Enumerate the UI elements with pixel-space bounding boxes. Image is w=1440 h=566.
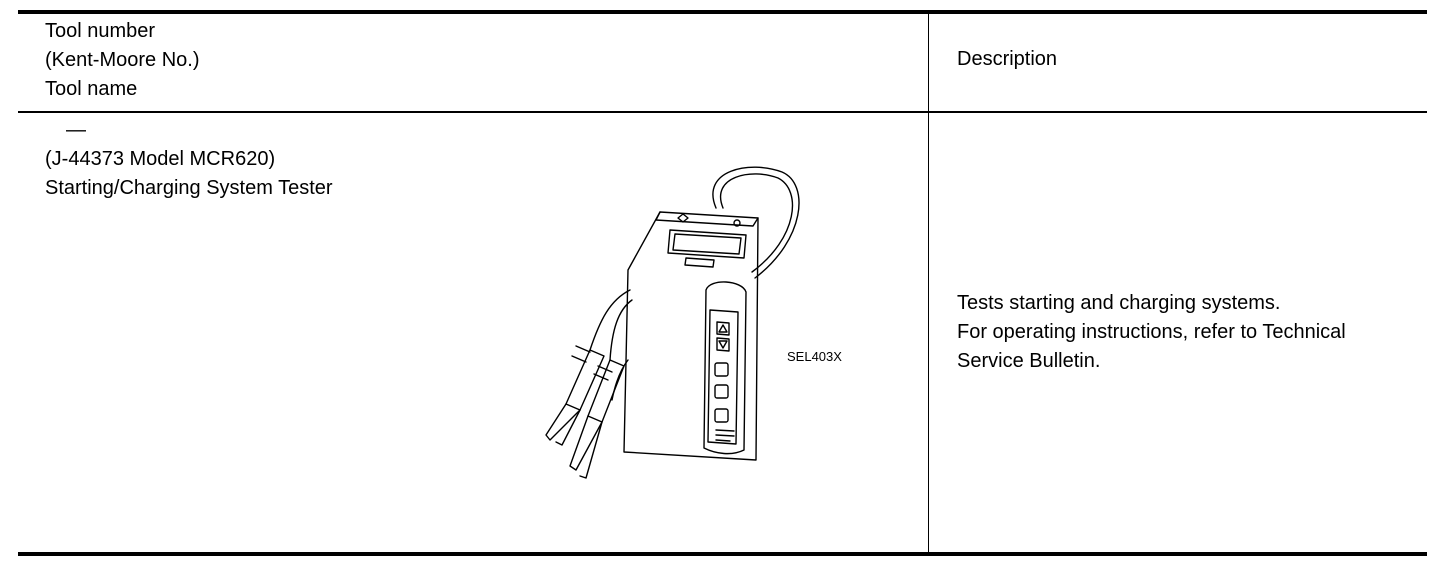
description-column-header: Description <box>957 48 1058 70</box>
table-top-rule <box>18 10 1427 14</box>
tool-name: (J-44373 Model MCR620) Starting/Charging… <box>45 148 333 199</box>
tester-illustration <box>545 166 800 479</box>
table-bottom-rule <box>18 552 1427 556</box>
tool-number: — <box>66 119 86 141</box>
figure-code: SEL403X <box>787 349 842 364</box>
tool-column-header: Tool number (Kent-Moore No.) Tool name <box>45 20 200 100</box>
tool-description: Tests starting and charging systems. For… <box>957 292 1346 372</box>
column-divider <box>928 14 929 552</box>
header-divider-rule <box>18 111 1427 113</box>
